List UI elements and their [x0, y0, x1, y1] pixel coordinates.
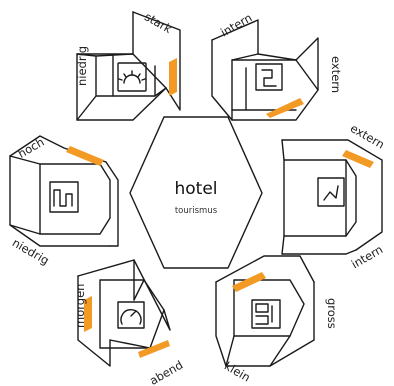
module-access-b: extern intern	[281, 121, 387, 271]
module-access: intern extern	[211, 10, 343, 121]
center-hexagon: hotel tourismus	[129, 116, 263, 269]
building-icon	[49, 181, 79, 213]
module-light: stark niedrig	[75, 9, 181, 121]
floorplan-icon	[251, 299, 281, 329]
label-extern-top: extern	[329, 56, 343, 93]
label-extern-mid: extern	[348, 121, 387, 152]
label-klein: klein	[222, 359, 253, 385]
center-subtitle: tourismus	[175, 206, 218, 216]
module-height: hoch niedrig	[9, 135, 119, 268]
corridor-plan-icon	[255, 63, 283, 91]
module-size: gross klein	[215, 255, 339, 385]
label-hoch: hoch	[15, 135, 46, 161]
label-niedrig-top: niedrig	[75, 46, 89, 86]
center-title: hotel	[174, 179, 217, 199]
label-morgen: morgen	[73, 284, 87, 328]
sun-window-icon	[117, 62, 147, 92]
module-time: morgen abend	[73, 259, 185, 386]
label-intern-top: intern	[218, 10, 254, 39]
label-stark: stark	[142, 9, 174, 36]
label-intern-mid: intern	[349, 242, 385, 271]
label-abend: abend	[147, 358, 185, 386]
clock-icon	[117, 301, 145, 329]
label-gross: gross	[325, 298, 339, 329]
entrance-plan-icon	[317, 177, 345, 207]
